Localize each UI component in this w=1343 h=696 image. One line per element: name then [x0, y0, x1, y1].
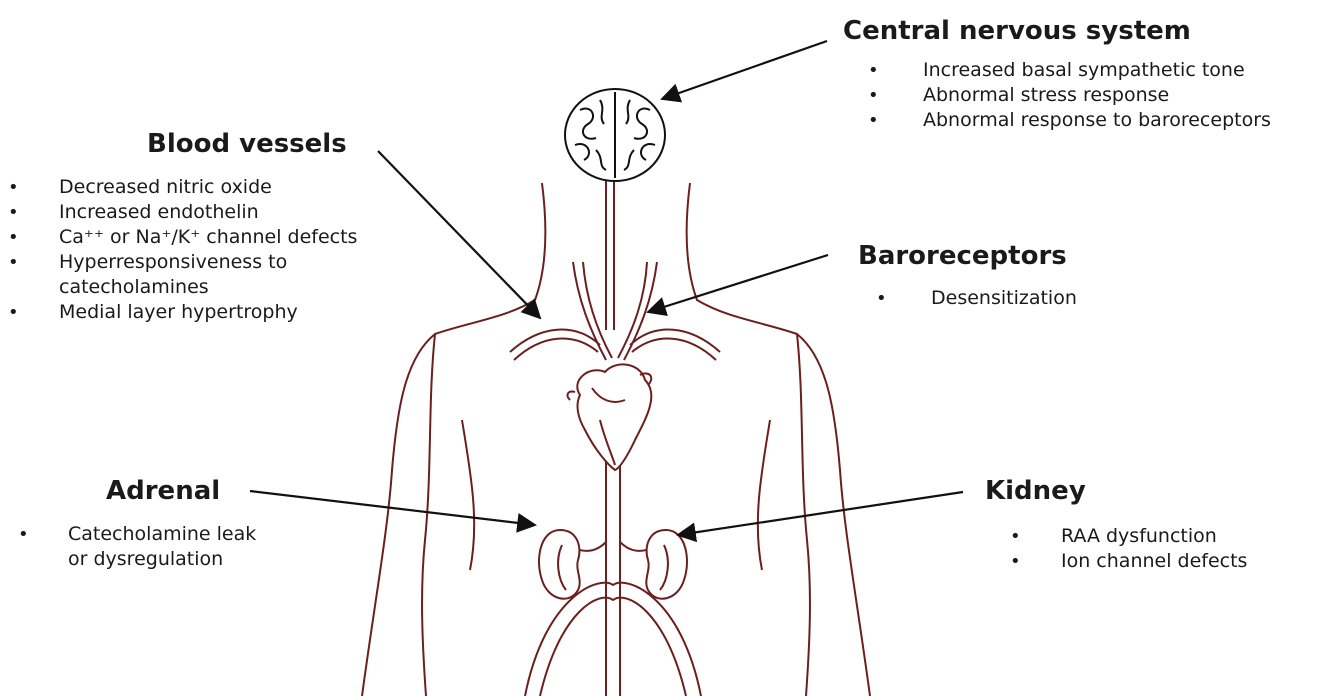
- kidney-heading: Kidney: [985, 478, 1086, 504]
- bullet: •: [8, 225, 19, 250]
- bullet: •: [18, 522, 29, 547]
- list-item-continuation: catecholamines: [8, 275, 357, 300]
- list-item: • Abnormal response to baroreceptors: [868, 108, 1271, 133]
- list-item-text: Abnormal response to baroreceptors: [923, 109, 1271, 131]
- list-item: • Hyperresponsiveness to: [8, 250, 357, 275]
- list-item: • Ca⁺⁺ or Na⁺/K⁺ channel defects: [8, 225, 357, 250]
- arrow-baroreceptors: [648, 255, 828, 312]
- cns-heading: Central nervous system: [843, 18, 1191, 44]
- baroreceptors-list: • Desensitization: [876, 286, 1077, 311]
- arrow-kidney: [678, 492, 963, 535]
- bullet: •: [1010, 549, 1021, 574]
- kidney-icon: [539, 530, 687, 599]
- heart-icon: [568, 364, 652, 470]
- arrow-cns: [662, 41, 827, 99]
- bullet: •: [8, 250, 19, 275]
- list-item-text: Increased basal sympathetic tone: [923, 59, 1245, 81]
- arrow-blood-vessels: [378, 151, 540, 318]
- list-item: • Increased endothelin: [8, 200, 357, 225]
- list-item: • RAA dysfunction: [1010, 524, 1247, 549]
- bullet: •: [868, 58, 879, 83]
- list-item-text: Ca⁺⁺ or Na⁺/K⁺ channel defects: [59, 226, 357, 248]
- list-item: • Catecholamine leak: [18, 522, 256, 547]
- list-item-text: Desensitization: [931, 287, 1077, 309]
- list-item-text: Medial layer hypertrophy: [59, 301, 298, 323]
- list-item: • Ion channel defects: [1010, 549, 1247, 574]
- list-item: • Abnormal stress response: [868, 83, 1271, 108]
- brain-icon: [565, 89, 665, 181]
- arrow-adrenal: [250, 491, 535, 525]
- list-item: • Decreased nitric oxide: [8, 175, 357, 200]
- list-item-text: or dysregulation: [68, 548, 223, 570]
- bullet: •: [868, 108, 879, 133]
- list-item: • Increased basal sympathetic tone: [868, 58, 1271, 83]
- bullet: •: [876, 286, 887, 311]
- bullet: •: [868, 83, 879, 108]
- list-item-text: RAA dysfunction: [1061, 525, 1217, 547]
- list-item-text: catecholamines: [59, 276, 209, 298]
- cns-list: • Increased basal sympathetic tone • Abnor…: [868, 58, 1271, 133]
- list-item: • Medial layer hypertrophy: [8, 300, 357, 325]
- list-item-text: Increased endothelin: [59, 201, 259, 223]
- kidney-list: • RAA dysfunction • Ion channel defects: [1010, 524, 1247, 574]
- baroreceptors-heading: Baroreceptors: [858, 243, 1067, 269]
- adrenal-heading: Adrenal: [106, 478, 220, 504]
- list-item-text: Decreased nitric oxide: [59, 176, 272, 198]
- list-item-text: Ion channel defects: [1061, 550, 1247, 572]
- bullet: •: [1010, 524, 1021, 549]
- list-item-continuation: or dysregulation: [18, 547, 256, 572]
- blood-vessels-list: • Decreased nitric oxide • Increased endot…: [8, 175, 357, 325]
- blood-vessels-heading: Blood vessels: [147, 131, 347, 157]
- bullet: •: [8, 200, 19, 225]
- list-item: • Desensitization: [876, 286, 1077, 311]
- list-item-text: Abnormal stress response: [923, 84, 1169, 106]
- list-item-text: Catecholamine leak: [68, 523, 256, 545]
- adrenal-list: • Catecholamine leak or dysregulation: [18, 522, 256, 572]
- list-item-text: Hyperresponsiveness to: [59, 251, 287, 273]
- bullet: •: [8, 175, 19, 200]
- bullet: •: [8, 300, 19, 325]
